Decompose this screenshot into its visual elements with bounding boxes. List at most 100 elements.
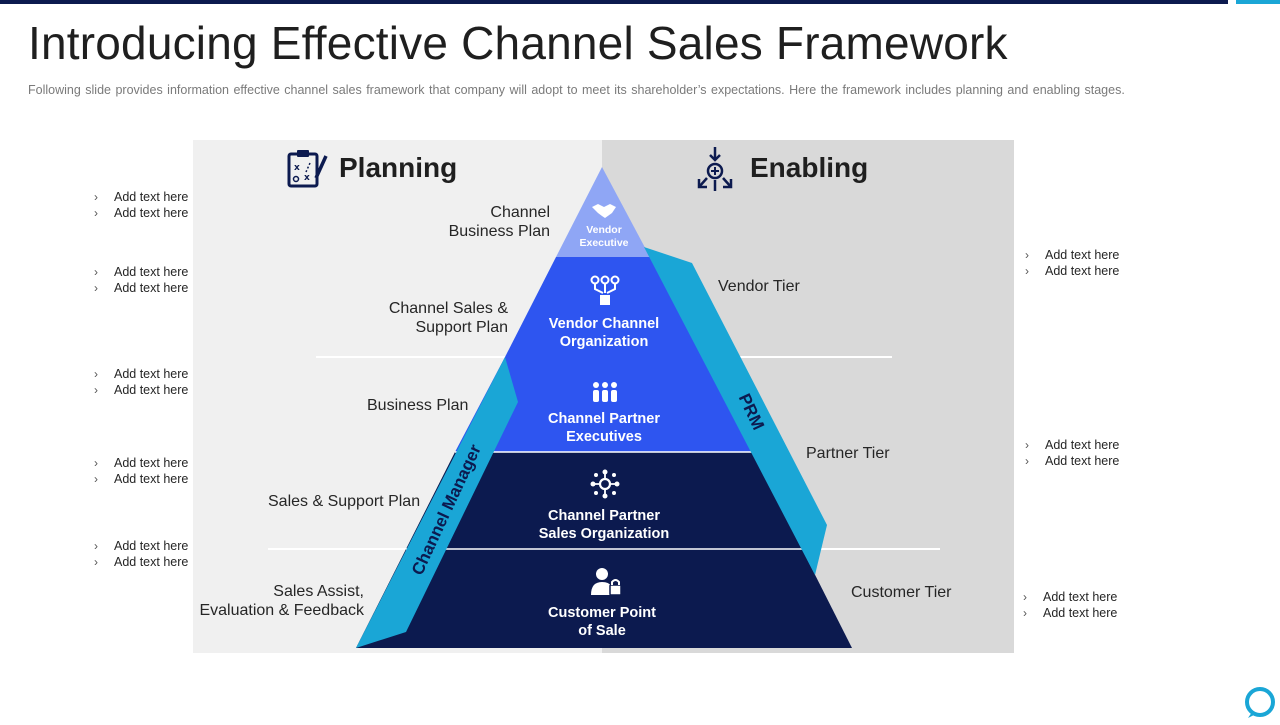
chevron-right-icon: › bbox=[1023, 590, 1027, 604]
left-label-sales-support-plan: Sales & Support Plan bbox=[268, 493, 421, 510]
bullet-text: Add text here bbox=[1045, 248, 1120, 262]
user-lock-icon bbox=[590, 567, 622, 597]
layer-label-line: Channel Partner bbox=[548, 411, 660, 427]
layer-label-channel-partner-executives: Channel Partner Executives bbox=[504, 410, 704, 446]
channel-manager-band bbox=[356, 357, 518, 648]
bullet-item: › Add text here bbox=[1023, 589, 1117, 605]
bullet-text: Add text here bbox=[114, 367, 189, 381]
chevron-right-icon: › bbox=[1025, 438, 1029, 452]
chevron-right-icon: › bbox=[94, 555, 98, 569]
bullet-item: › Add text here bbox=[94, 554, 188, 570]
layer-label-line: Organization bbox=[559, 334, 649, 350]
network-sitemap-icon bbox=[590, 275, 620, 307]
svg-text:x: x bbox=[304, 173, 310, 183]
bullet-item: › Add text here bbox=[1025, 437, 1119, 453]
bullet-item: › Add text here bbox=[94, 455, 188, 471]
layer-label-line: Sales Organization bbox=[538, 526, 670, 542]
chevron-right-icon: › bbox=[1023, 606, 1027, 620]
right-label-partner-tier: Partner Tier bbox=[806, 445, 890, 462]
bullet-text: Add text here bbox=[114, 265, 189, 279]
svg-text:x: x bbox=[294, 163, 300, 173]
bullet-text: Add text here bbox=[114, 539, 189, 553]
top-accent-bar bbox=[0, 0, 1228, 4]
left-bullet-group-5: ›Add text here ›Add text here bbox=[94, 538, 188, 570]
layer-label-line: Executive bbox=[579, 237, 629, 249]
bullet-text: Add text here bbox=[114, 472, 189, 486]
pyramid-layer-channel-partner-executives bbox=[455, 357, 752, 452]
chevron-right-icon: › bbox=[1025, 264, 1029, 278]
bullet-text: Add text here bbox=[1043, 606, 1118, 620]
bullet-text: Add text here bbox=[114, 206, 189, 220]
bullet-item: ›Add text here bbox=[94, 280, 188, 296]
pyramid-layer-vendor-channel-organization bbox=[505, 257, 702, 357]
left-bullet-group-3: › Add text here › Add text here bbox=[94, 366, 188, 398]
layer-label-line: Channel Partner bbox=[548, 508, 660, 524]
pyramid-layer-channel-partner-sales-organization bbox=[406, 452, 802, 549]
bullet-text: Add text here bbox=[1043, 590, 1118, 604]
bullet-item: › Add text here bbox=[1025, 263, 1119, 279]
handshake-icon bbox=[590, 200, 618, 220]
layer-label-line: Vendor Channel bbox=[548, 316, 660, 332]
brand-logo-icon bbox=[1242, 684, 1278, 720]
label-line: Channel bbox=[490, 204, 550, 221]
bullet-item: › Add text here bbox=[1023, 605, 1117, 621]
team-people-icon bbox=[590, 379, 620, 405]
bullet-text: Add text here bbox=[1045, 264, 1120, 278]
bullet-item: › Add text here bbox=[1025, 453, 1119, 469]
bullet-item: ›Add text here bbox=[94, 538, 188, 554]
chevron-right-icon: › bbox=[1025, 248, 1029, 262]
bullet-item: › Add text here bbox=[94, 189, 188, 205]
left-label-business-plan: Business Plan bbox=[367, 397, 469, 414]
label-line: Channel Sales & bbox=[388, 300, 508, 317]
right-bullet-group-3: › Add text here › Add text here bbox=[1023, 589, 1117, 621]
chevron-right-icon: › bbox=[94, 456, 98, 470]
bullet-item: › Add text here bbox=[1025, 247, 1119, 263]
right-label-vendor-tier: Vendor Tier bbox=[718, 278, 800, 295]
page-title: Introducing Effective Channel Sales Fram… bbox=[28, 17, 1008, 69]
right-bullet-group-1: › Add text here › Add text here bbox=[1025, 247, 1119, 279]
bullet-text: Add text here bbox=[1045, 438, 1120, 452]
bullet-text: Add text here bbox=[114, 190, 189, 204]
layer-label-channel-partner-sales-organization: Channel Partner Sales Organization bbox=[504, 507, 704, 543]
page-subtitle: Following slide provides information eff… bbox=[28, 83, 1125, 97]
chevron-right-icon: › bbox=[1025, 454, 1029, 468]
bullet-text: Add text here bbox=[114, 555, 189, 569]
layer-label-line: of Sale bbox=[578, 623, 626, 639]
top-accent-bar-light bbox=[1236, 0, 1280, 4]
layer-label-customer-point-of-sale: Customer Point of Sale bbox=[502, 604, 702, 640]
left-label-channel-business-plan: Channel Business Plan bbox=[400, 203, 550, 241]
bullet-item: › Add text here bbox=[94, 264, 188, 280]
layer-label-line: Customer Point bbox=[548, 605, 656, 621]
bullet-item: › Add text here bbox=[94, 205, 188, 221]
label-line: Sales Assist, bbox=[273, 583, 364, 600]
chevron-right-icon: › bbox=[94, 383, 98, 397]
bullet-text: Add text here bbox=[114, 281, 189, 295]
layer-label-vendor-executive: Vendor Executive bbox=[564, 224, 644, 250]
left-bullet-group-4: › Add text here › Add text here bbox=[94, 455, 188, 487]
chevron-right-icon: › bbox=[94, 190, 98, 204]
pyramid-layer-customer-point-of-sale bbox=[356, 549, 852, 648]
bullet-text: Add text here bbox=[114, 383, 189, 397]
bullet-item: › Add text here bbox=[94, 471, 188, 487]
hub-network-icon bbox=[590, 469, 620, 499]
label-line: Business Plan bbox=[448, 223, 550, 240]
left-label-channel-sales-support-plan: Channel Sales & Support Plan bbox=[330, 299, 508, 337]
left-bullet-group-1: › Add text here › Add text here bbox=[94, 189, 188, 221]
bullet-item: › Add text here bbox=[94, 382, 188, 398]
enabling-heading: Enabling bbox=[750, 152, 869, 183]
bullet-text: Add text here bbox=[1045, 454, 1120, 468]
layer-label-vendor-channel-organization: Vendor Channel Organization bbox=[504, 315, 704, 351]
chevron-right-icon: › bbox=[94, 367, 98, 381]
bullet-text: Add text here bbox=[114, 456, 189, 470]
right-bullet-group-2: › Add text here › Add text here bbox=[1025, 437, 1119, 469]
right-label-customer-tier: Customer Tier bbox=[851, 584, 952, 601]
label-line: Evaluation & Feedback bbox=[199, 602, 364, 619]
layer-label-line: Executives bbox=[566, 429, 642, 445]
arrows-to-center-icon bbox=[695, 145, 735, 193]
chevron-right-icon: › bbox=[94, 265, 98, 279]
chevron-right-icon: › bbox=[94, 472, 98, 486]
left-bullet-group-2: ›Add text here ›Add text here bbox=[94, 264, 188, 296]
chevron-right-icon: › bbox=[94, 206, 98, 220]
planning-heading: Planning bbox=[339, 152, 458, 183]
